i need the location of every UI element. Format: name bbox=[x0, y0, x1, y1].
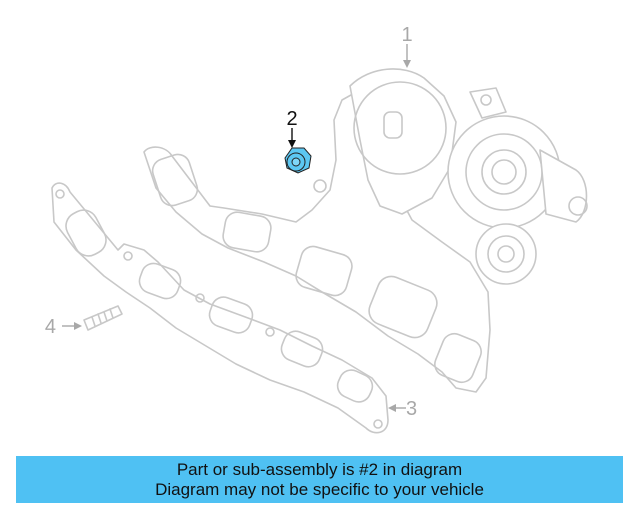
callout-1: 1 bbox=[401, 24, 413, 68]
callout-3-label: 3 bbox=[406, 398, 417, 420]
stud bbox=[83, 305, 123, 331]
banner-line-disclaimer: Diagram may not be specific to your vehi… bbox=[155, 480, 484, 499]
callout-3: 3 bbox=[388, 398, 417, 420]
callout-2-label: 2 bbox=[286, 108, 297, 130]
callout-4: 4 bbox=[45, 316, 82, 338]
banner-line-part: Part or sub-assembly is #2 in diagram bbox=[176, 460, 463, 479]
info-banner: Part or sub-assembly is #2 in diagram Di… bbox=[16, 456, 623, 503]
turbocharger bbox=[349, 68, 588, 285]
callout-4-label: 4 bbox=[45, 316, 56, 338]
parts-diagram: 1 2 3 4 bbox=[45, 24, 588, 434]
exhaust-manifold-gasket bbox=[51, 182, 389, 434]
callout-1-label: 1 bbox=[401, 24, 412, 46]
nut-highlighted[interactable] bbox=[284, 147, 312, 174]
callout-2: 2 bbox=[286, 108, 298, 148]
